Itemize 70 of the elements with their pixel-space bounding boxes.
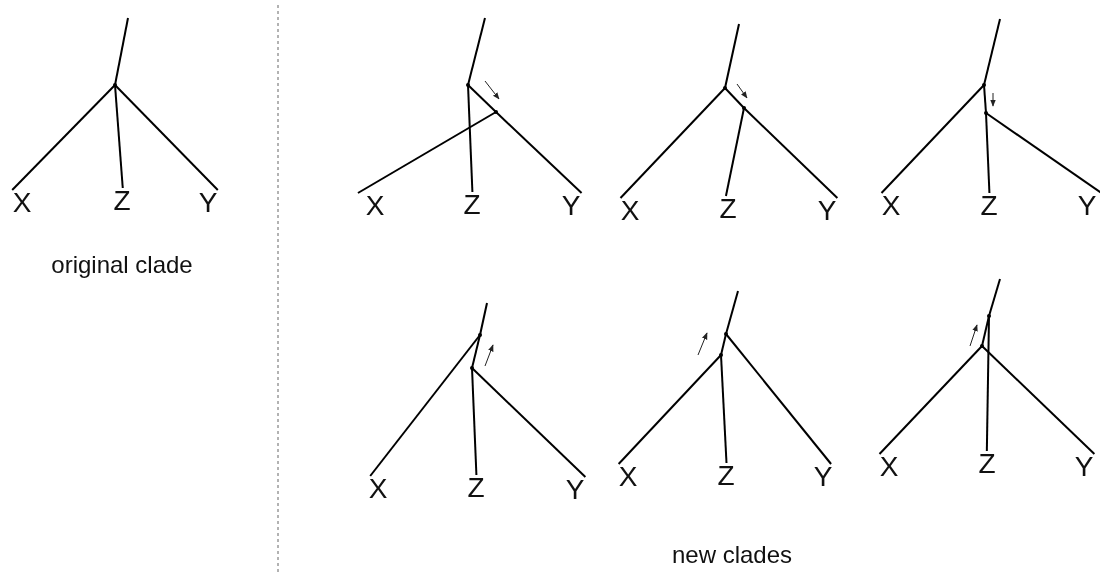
tree-branch	[725, 290, 739, 335]
branch-node	[984, 111, 988, 115]
branch-node	[470, 366, 474, 370]
tree-branch	[983, 18, 1001, 86]
taxon-label: Z	[974, 193, 1004, 219]
taxon-label: Z	[457, 192, 487, 218]
tree-branch	[720, 354, 728, 464]
branch-node	[494, 110, 498, 114]
tree-branch	[878, 345, 983, 455]
taxon-label: X	[615, 198, 645, 224]
tree-branch	[114, 84, 219, 191]
tree-branch	[985, 112, 1100, 194]
branch-node	[742, 106, 746, 110]
caption-text: original clade	[51, 251, 193, 279]
taxon-label: X	[613, 464, 643, 490]
branch-node	[987, 314, 991, 318]
taxon-label: X	[360, 193, 390, 219]
taxon-label: Y	[1072, 193, 1100, 219]
taxon-label: X	[874, 454, 904, 480]
tree-branch	[114, 17, 129, 86]
taxon-label: X	[363, 476, 393, 502]
taxon-label: Y	[812, 198, 842, 224]
branch-node	[982, 83, 986, 87]
tree-branch	[617, 354, 722, 465]
tree-branch	[471, 334, 481, 369]
taxon-label: Z	[972, 451, 1002, 477]
branch-node	[478, 333, 482, 337]
tree-branch	[981, 345, 1096, 455]
tree-branch	[471, 367, 478, 476]
caption-text: new clades	[671, 541, 793, 569]
tree-branch	[720, 333, 727, 356]
taxon-label: Y	[808, 464, 838, 490]
taxon-label: Y	[556, 193, 586, 219]
branch-node	[113, 83, 117, 87]
branch-node	[719, 353, 723, 357]
tree-branch	[467, 84, 474, 193]
tree-branch	[983, 84, 987, 114]
branch-node	[466, 83, 470, 87]
tree-branch	[725, 333, 833, 465]
tree-branch	[369, 334, 481, 477]
tree-branch	[988, 278, 1001, 317]
tree-branch	[743, 107, 839, 199]
tree-branch	[356, 111, 497, 194]
taxon-label: X	[7, 190, 37, 216]
tree-branch	[471, 367, 587, 478]
tree-branch	[495, 111, 583, 194]
taxon-label: Y	[560, 477, 590, 503]
taxon-label: Y	[193, 190, 223, 216]
tree-branch	[724, 87, 745, 109]
tree-branch	[619, 87, 726, 199]
tree-branch	[724, 107, 745, 197]
taxon-label: Z	[713, 196, 743, 222]
tree-branch	[467, 17, 486, 86]
tree-branch	[981, 315, 990, 347]
taxon-label: Z	[461, 475, 491, 501]
tree-branch	[114, 84, 124, 189]
taxon-label: X	[876, 193, 906, 219]
tree-branch	[985, 112, 991, 194]
tree-branch	[479, 302, 488, 336]
taxon-label: Z	[107, 188, 137, 214]
tree-branch	[11, 84, 116, 191]
tree-branch	[880, 84, 985, 194]
branch-node	[723, 86, 727, 90]
tree-branch	[467, 84, 497, 113]
branch-node	[724, 332, 728, 336]
taxon-label: Z	[711, 463, 741, 489]
branch-node	[980, 344, 984, 348]
taxon-label: Y	[1069, 454, 1099, 480]
tree-branch	[724, 23, 740, 89]
tree-branch	[985, 315, 990, 452]
